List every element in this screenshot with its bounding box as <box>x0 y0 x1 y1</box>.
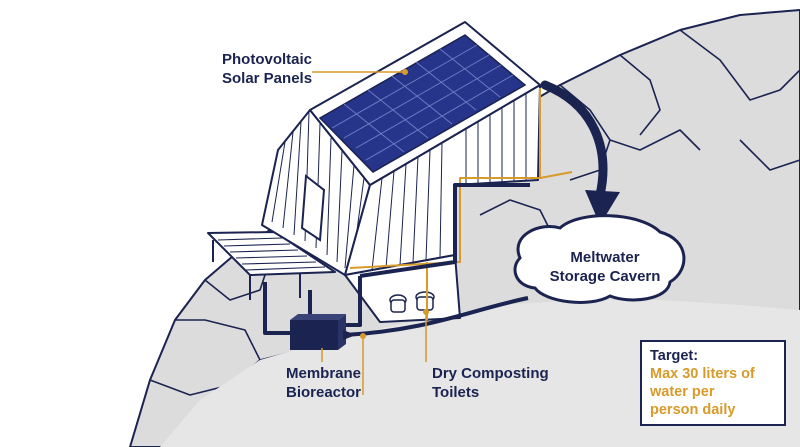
toilet-icon <box>389 291 435 313</box>
solar-panels-label: Photovoltaic Solar Panels <box>222 50 312 88</box>
solar-panels-label-line1: Photovoltaic <box>222 51 313 68</box>
target-line-2: water per <box>650 384 715 400</box>
bioreactor-label: Membrane Bioreactor <box>286 364 361 402</box>
toilets-label-line2: Toilets <box>432 384 480 401</box>
bioreactor-label-line1: Membrane <box>286 365 362 382</box>
bioreactor-unit <box>290 314 346 350</box>
leader-lines <box>312 71 427 395</box>
cabin <box>261 21 541 323</box>
solar-panel-grid <box>331 44 514 161</box>
meltwater-label-line2: Storage Cavern <box>549 268 661 285</box>
bioreactor-label-line2: Bioreactor <box>286 384 362 401</box>
deck <box>207 231 336 300</box>
target-line-3: person daily <box>650 402 736 418</box>
toilets-label: Dry Composting Toilets <box>432 364 549 402</box>
solar-panels-label-line2: Solar Panels <box>222 70 313 87</box>
target-title: Target: <box>650 348 699 364</box>
meltwater-label-line1: Meltwater <box>570 249 640 266</box>
meltwater-arrowhead <box>585 190 620 225</box>
meltwater-cavern <box>513 214 686 304</box>
meltwater-flow-arrow <box>540 80 608 200</box>
target-callout: Target: Max 30 liters of water per perso… <box>640 340 786 426</box>
toilets-label-line1: Dry Composting <box>432 365 549 382</box>
target-line-1: Max 30 liters of <box>650 366 755 382</box>
meltwater-label: Meltwater Storage Cavern <box>540 248 670 286</box>
